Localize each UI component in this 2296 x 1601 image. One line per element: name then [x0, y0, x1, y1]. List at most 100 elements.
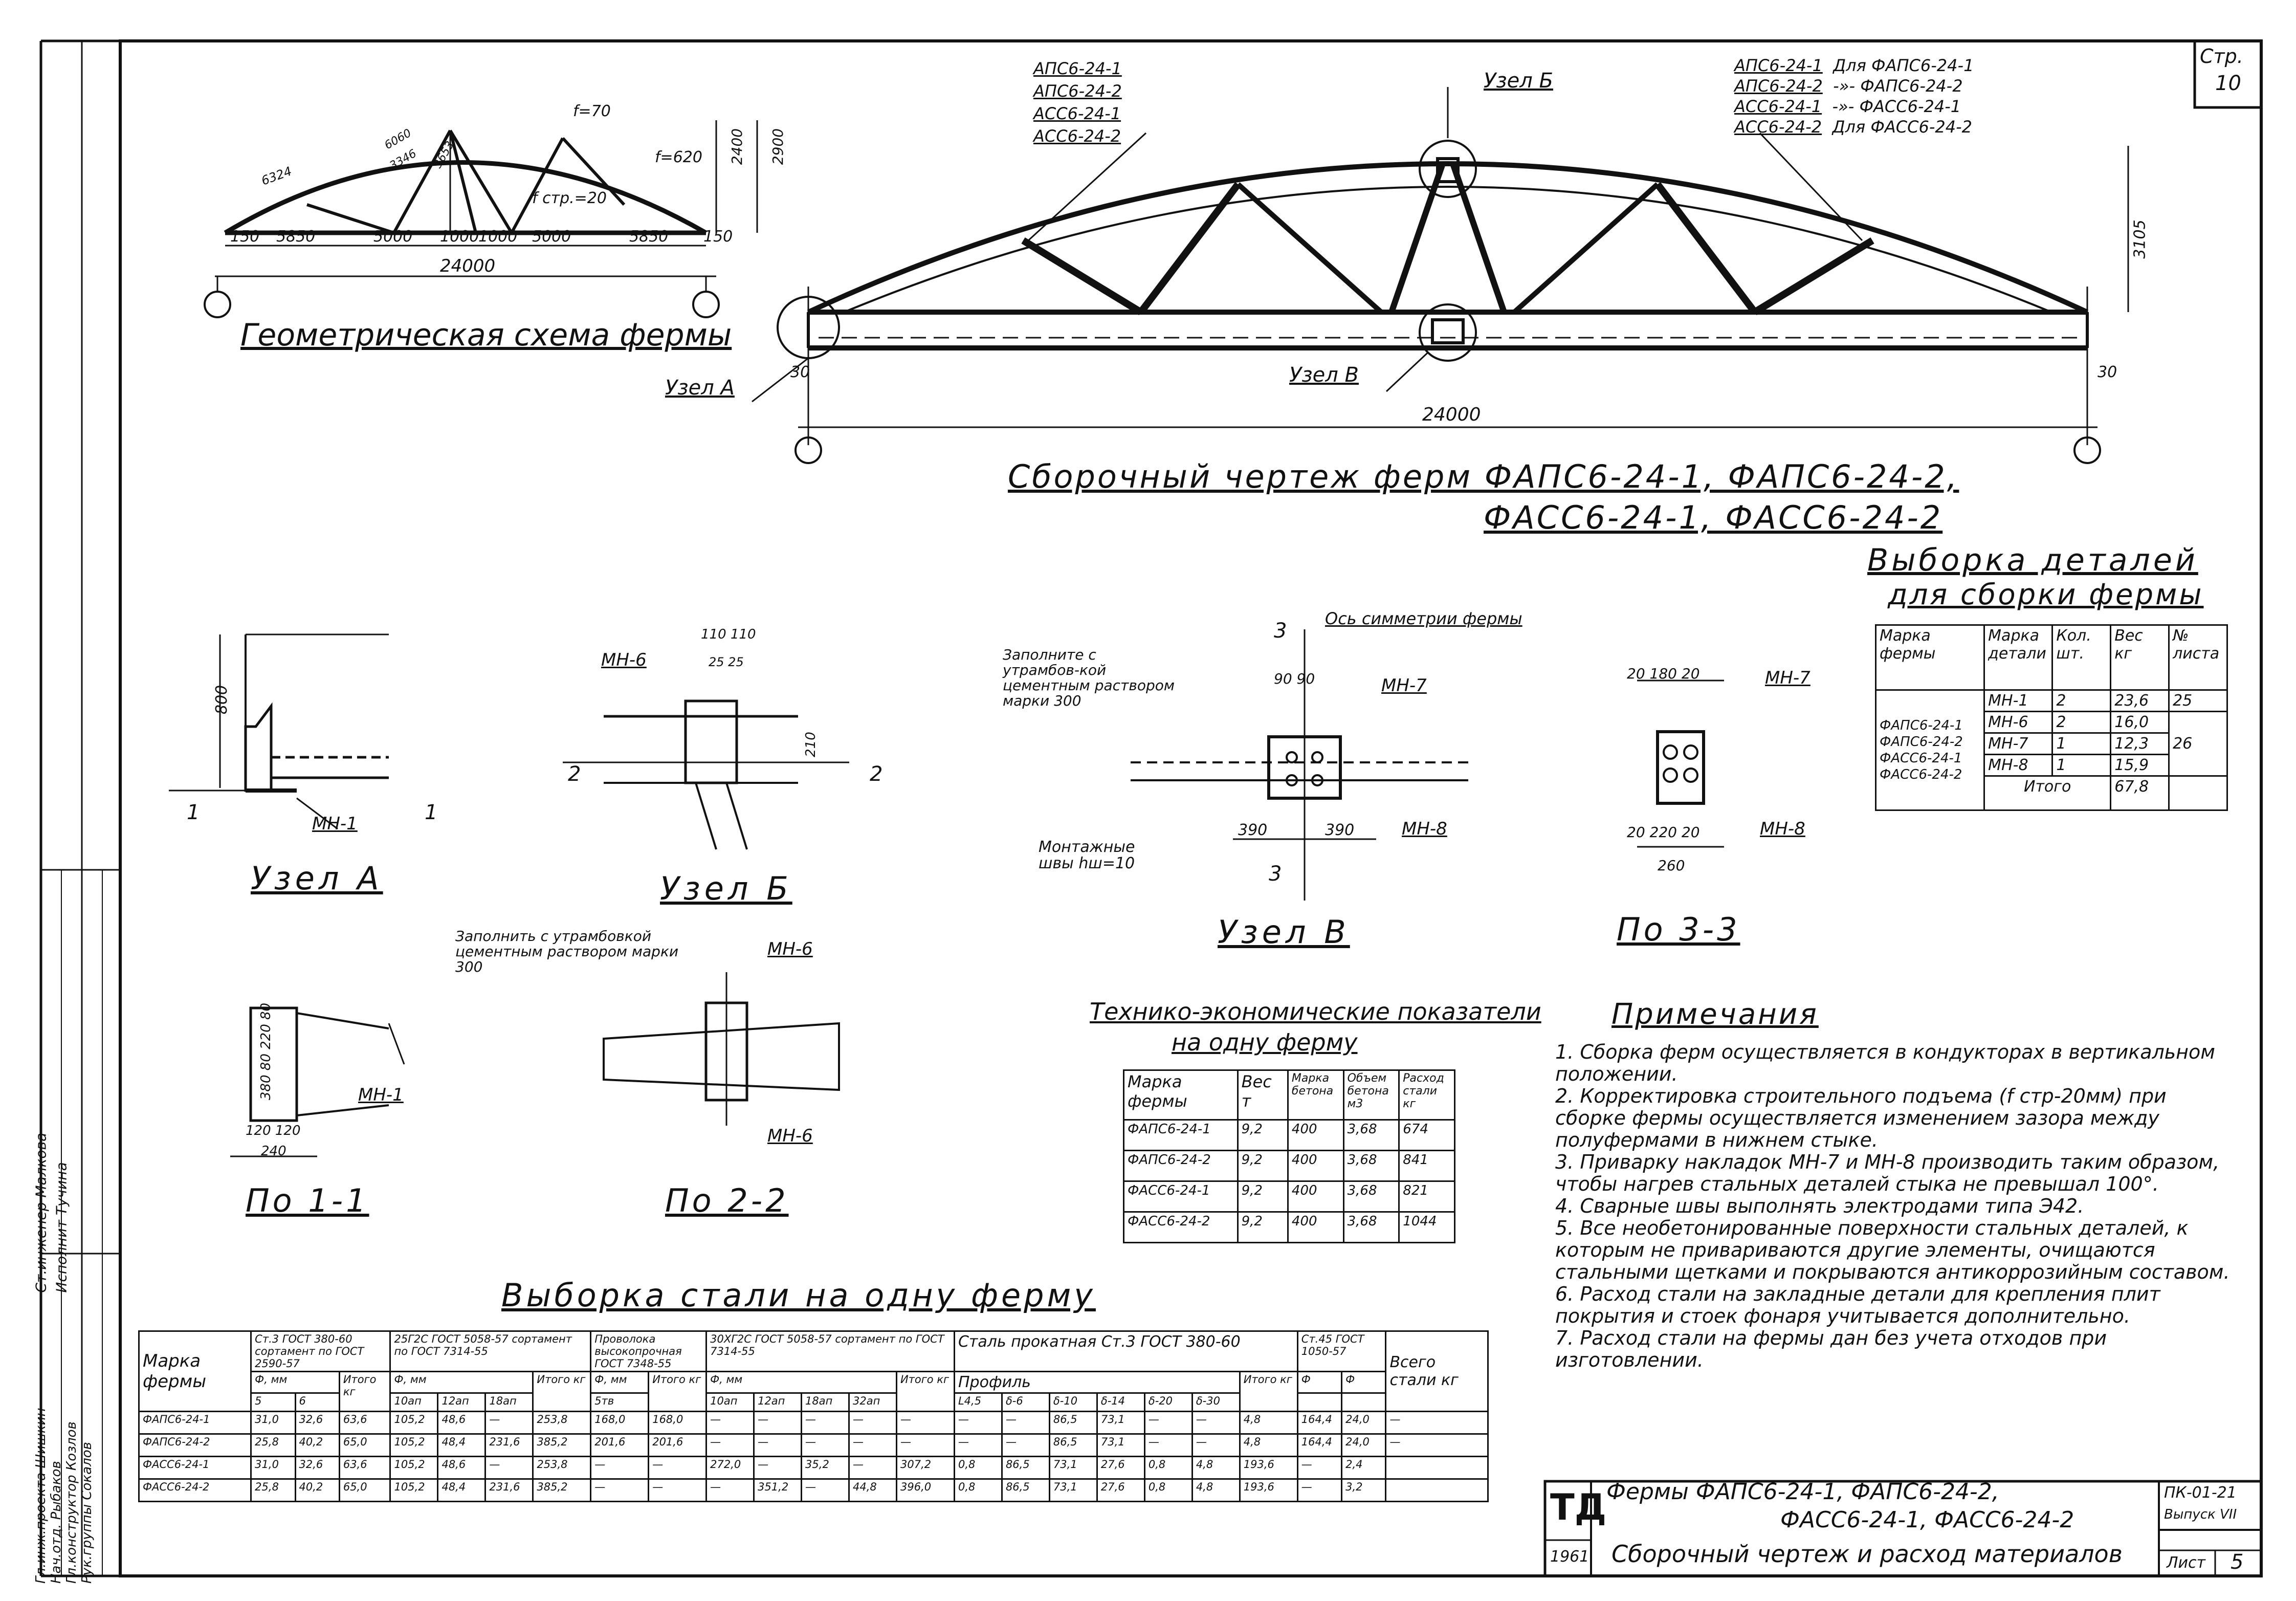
details-cell: МН-7 [1983, 732, 2054, 755]
steel-cell: ФАПС6-24-1 [138, 1411, 252, 1435]
assembly-truss-drawing [752, 87, 2129, 464]
steel-cell: 193,6 [1239, 1456, 1298, 1480]
note-item: 3. Приварку накладок МН-7 и МН-8 произво… [1555, 1151, 2220, 1195]
steel-title: Выборка стали на одну ферму [501, 1277, 1096, 1314]
node-a-mark1-left: 1 [187, 801, 200, 824]
section-3-3-260: 260 [1658, 857, 1685, 874]
node-a-mn1: МН-1 [312, 814, 358, 834]
node-b-drawing [563, 699, 849, 850]
section-3-3-title: По 3-3 [1617, 911, 1740, 948]
section-1-1-mn1: МН-1 [358, 1085, 404, 1105]
node-v-symmetry: Ось симметрии фермы [1325, 609, 1522, 628]
tech-h-concrete: Марка бетона [1287, 1069, 1344, 1121]
steel-cell: 351,2 [753, 1478, 803, 1502]
steel-cell: 48,4 [437, 1433, 487, 1457]
steel-sub: 18ап [484, 1392, 534, 1412]
steel-cell: — [848, 1411, 897, 1435]
details-truss-mark-1: ФАПС6-24-2 [1880, 734, 1963, 750]
tech-econ-title-1: Технико-экономические показатели [1090, 998, 1541, 1025]
details-truss-mark-3: ФАСС6-24-2 [1880, 767, 1962, 782]
steel-cell: 164,4 [1296, 1411, 1343, 1435]
steel-cell: 105,2 [389, 1478, 439, 1502]
tech-cell: 9,2 [1237, 1150, 1289, 1182]
tech-cell: 9,2 [1237, 1211, 1289, 1243]
steel-cell: 3,2 [1341, 1478, 1387, 1502]
steel-cell: 385,2 [532, 1478, 592, 1502]
steel-sub: δ-10 [1048, 1392, 1098, 1412]
node-b-dim-210: 210 [803, 732, 819, 757]
section-2-2-drawing [603, 972, 840, 1126]
assembly-title-line1: Сборочный чертеж ферм ФАПС6-24-1, ФАПС6-… [1008, 458, 1959, 495]
tech-cell: 821 [1398, 1180, 1455, 1213]
note-item: 1. Сборка ферм осуществляется в кондукто… [1555, 1041, 2215, 1085]
geometric-scheme-title: Геометрическая схема фермы [240, 317, 732, 353]
details-cell: 2 [2051, 689, 2112, 712]
section-1-1-120: 120 120 [246, 1123, 301, 1138]
steel-cell: — [648, 1456, 708, 1480]
steel-cell: — [484, 1456, 534, 1480]
notes-list: 1. Сборка ферм осуществляется в кондукто… [1555, 1041, 2241, 1371]
node-b-dim-2525: 25 25 [709, 655, 744, 669]
node-v-welds: Монтажные швы hш=10 [1039, 838, 1135, 872]
steel-sub: 32ап [848, 1392, 897, 1412]
steel-cell: 307,2 [895, 1456, 955, 1480]
details-h-weight: Вес кг [2110, 624, 2170, 691]
node-a-title: Узел А [251, 860, 383, 897]
steel-h-phi: Ф, мм [590, 1371, 650, 1394]
tech-cell: 400 [1287, 1119, 1344, 1151]
tech-cell: ФАСС6-24-1 [1123, 1180, 1239, 1213]
steel-cell: 35,2 [801, 1456, 850, 1480]
scheme-dim-2: 5000 [373, 228, 413, 246]
tech-cell: 3,68 [1342, 1150, 1400, 1182]
steel-cell: 40,2 [294, 1478, 340, 1502]
steel-cell: 272,0 [705, 1456, 755, 1480]
details-truss-mark-2: ФАСС6-24-1 [1880, 751, 1962, 766]
section-3-3-mn8: МН-8 [1760, 819, 1805, 839]
steel-cell: 231,6 [484, 1433, 534, 1457]
node-a-dim800: 800 [213, 685, 231, 715]
node-v-390a: 390 [1238, 821, 1268, 839]
steel-cell: 168,0 [648, 1411, 708, 1435]
steel-cell: 65,0 [338, 1433, 391, 1457]
steel-cell: — [590, 1478, 650, 1502]
tech-h-volume: Объем бетона м3 [1342, 1069, 1400, 1121]
steel-cell: — [1143, 1433, 1193, 1457]
steel-cell: 201,6 [590, 1433, 650, 1457]
mark-right-1: АПС6-24-2 [1734, 76, 1823, 96]
steel-cell: 48,6 [437, 1411, 487, 1435]
steel-h-total: Всего стали кг [1385, 1330, 1489, 1412]
steel-cell: — [753, 1433, 803, 1457]
section-1-1-drawing [230, 1006, 405, 1157]
side-stamp-row-3: Нач.отд. Рыбаков [49, 1461, 64, 1584]
assembly-dim-30a: 30 [790, 363, 810, 381]
tech-h-mark: Марка фермы [1123, 1069, 1239, 1121]
steel-cell: 48,6 [437, 1456, 487, 1480]
steel-sub: 6 [294, 1392, 340, 1412]
steel-cell: 73,1 [1096, 1433, 1145, 1457]
note-item: 6. Расход стали на закладные детали для … [1555, 1283, 2160, 1327]
scheme-dim-4: 1000 [478, 228, 518, 246]
geometric-scheme-drawing [204, 120, 758, 318]
steel-cell: 4,8 [1239, 1411, 1298, 1435]
stamp-title-line3: Сборочный чертеж и расход материалов [1611, 1540, 2123, 1568]
page-number: 10 [2215, 72, 2241, 95]
steel-cell: 0,8 [953, 1478, 1003, 1502]
steel-cell: 31,0 [250, 1456, 296, 1480]
steel-cell: 48,4 [437, 1478, 487, 1502]
node-v-title: Узел В [1218, 913, 1350, 951]
stamp-code: ПК-01-21 [2164, 1484, 2237, 1502]
node-v-390b: 390 [1325, 821, 1355, 839]
scheme-label-fstr: f стр.=20 [532, 189, 607, 207]
side-stamp-row-4: Гл.конструктор Козлов [64, 1421, 79, 1584]
scheme-dim-3: 1000 [440, 228, 479, 246]
steel-h-group2: 25Г2С ГОСТ 5058-57 сортамент по ГОСТ 731… [389, 1330, 592, 1372]
steel-cell: 0,8 [1143, 1478, 1193, 1502]
details-h-mark: Марка фермы [1874, 624, 1985, 691]
assembly-node-v-label: Узел В [1289, 363, 1359, 387]
steel-sub: L4,5 [953, 1392, 1003, 1412]
steel-cell: 396,0 [895, 1478, 955, 1502]
steel-cell: 168,0 [590, 1411, 650, 1435]
steel-sub: δ-14 [1096, 1392, 1145, 1412]
tech-cell: 400 [1287, 1180, 1344, 1213]
steel-sub: 18ап [801, 1392, 850, 1412]
